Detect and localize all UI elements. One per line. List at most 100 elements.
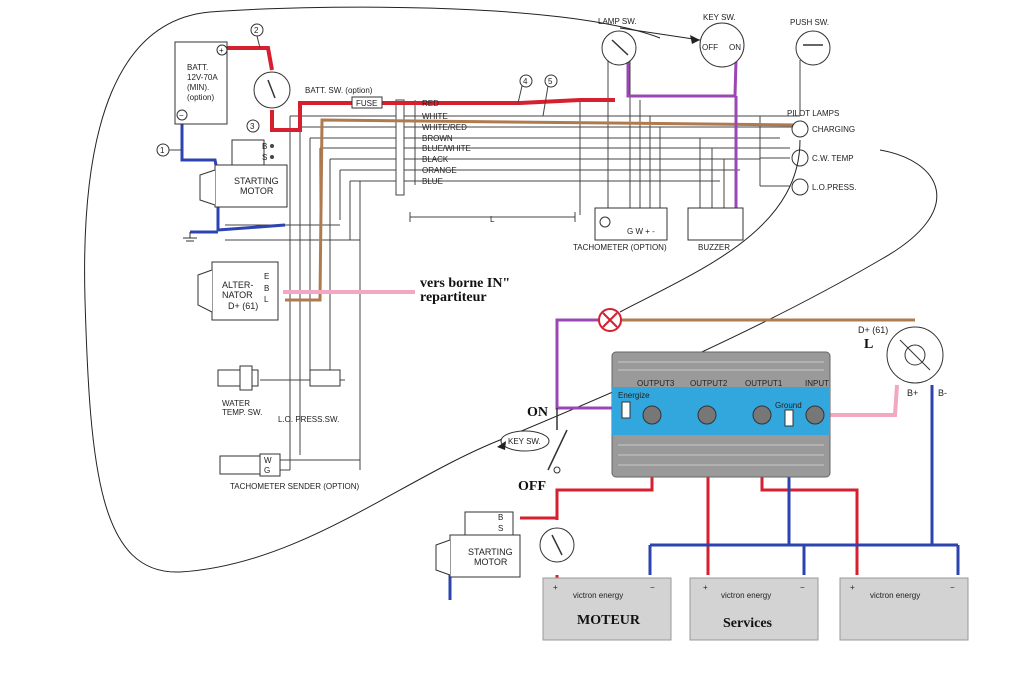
svg-text:1: 1 xyxy=(160,146,165,155)
svg-text:2: 2 xyxy=(254,26,259,35)
svg-text:FUSE: FUSE xyxy=(356,99,377,108)
off-label: OFF xyxy=(518,479,546,494)
pilot-lamps-title: PILOT LAMPS xyxy=(787,109,839,118)
alt-bplus-label: B+ xyxy=(907,388,918,398)
charge-distributor: OUTPUT3 OUTPUT2 OUTPUT1 INPUT Energize G… xyxy=(611,351,831,478)
lamp-lo-press: L.O.PRESS. xyxy=(812,183,856,192)
battery-label-2: 12V-70A xyxy=(187,73,218,82)
svg-text:MOTOR: MOTOR xyxy=(240,186,274,196)
arrowhead xyxy=(690,35,700,44)
svg-text:TACHOMETER SENDER (OPTION): TACHOMETER SENDER (OPTION) xyxy=(230,482,360,491)
svg-text:STARTING: STARTING xyxy=(468,547,513,557)
wire-red-outputs xyxy=(520,420,859,580)
water-temp-switch: WATER TEMP. SW. xyxy=(217,365,262,417)
wire-label-orange: ORANGE xyxy=(422,166,457,175)
battery-top: BATT. 12V-70A (MIN). (option) + − xyxy=(174,41,228,125)
svg-text:KEY SW.: KEY SW. xyxy=(703,13,736,22)
alternator-bottom: D+ (61) L B+ B- xyxy=(858,325,947,398)
battery-label-1: BATT. xyxy=(187,63,208,72)
wire-label-blue-white: BLUE/WHITE xyxy=(422,144,471,153)
callout-3: 3 xyxy=(246,119,260,133)
svg-text:TEMP. SW.: TEMP. SW. xyxy=(222,408,262,417)
wire-blue-ground-bottom xyxy=(648,385,960,575)
svg-text:B: B xyxy=(262,142,267,151)
svg-text:W: W xyxy=(264,456,272,465)
fuse: FUSE xyxy=(351,96,383,109)
ground-symbol xyxy=(183,232,197,242)
wire-label-red: RED xyxy=(422,99,439,108)
wire-label-black: BLACK xyxy=(422,155,449,164)
wire-red-battery xyxy=(222,46,615,132)
wire-purple-lamp xyxy=(626,59,738,215)
key-sw-off: OFF xyxy=(702,43,718,52)
svg-text:D+ (61): D+ (61) xyxy=(228,301,258,311)
buzzer: BUZZER xyxy=(687,207,744,252)
tachometer: G W + - TACHOMETER (OPTION) xyxy=(573,207,668,252)
svg-text:NATOR: NATOR xyxy=(222,290,253,300)
label-energize: Energize xyxy=(618,391,650,400)
svg-text:PUSH SW.: PUSH SW. xyxy=(790,18,829,27)
batt-sw-label: BATT. SW. (option) xyxy=(305,86,373,95)
svg-text:KEY SW.: KEY SW. xyxy=(508,437,541,446)
battery-name-services: Services xyxy=(723,616,773,631)
battery-minus-terminal: − xyxy=(179,111,184,120)
alt-dplus-label: D+ (61) xyxy=(858,325,888,335)
starting-motor-top: STARTING MOTOR B S xyxy=(199,139,288,208)
svg-text:BUZZER: BUZZER xyxy=(698,243,730,252)
battery-moteur: + − victron energy MOTEUR xyxy=(542,577,672,641)
svg-text:ALTER-: ALTER- xyxy=(222,280,253,290)
svg-text:S: S xyxy=(262,153,267,162)
vers-borne-label: vers borne IN" xyxy=(420,276,510,291)
repartiteur-label: repartiteur xyxy=(420,290,487,305)
wire-brown-charging xyxy=(285,118,801,302)
wire-label-brown: BROWN xyxy=(422,134,453,143)
battery-switch-bottom xyxy=(539,527,575,563)
battery-label-4: (option) xyxy=(187,93,214,102)
key-switch: KEY SW. OFF ON xyxy=(699,13,745,68)
label-ground: Ground xyxy=(775,401,802,410)
svg-text:+: + xyxy=(553,583,558,592)
alternator-top: ALTER- NATOR D+ (61) E B L xyxy=(197,261,279,321)
wire-purple-on xyxy=(555,318,620,410)
battery-label-3: (MIN). xyxy=(187,83,209,92)
alt-bminus-label: B- xyxy=(938,388,947,398)
brand-1: victron energy xyxy=(573,591,623,600)
pilot-lamps: PILOT LAMPS CHARGING C.W. TEMP L.O.PRESS… xyxy=(787,109,856,196)
wire-color-labels: RED WHITE WHITE/RED BROWN BLUE/WHITE BLA… xyxy=(422,99,495,224)
label-output2: OUTPUT2 xyxy=(690,379,728,388)
brand-3: victron energy xyxy=(870,591,920,600)
tachometer-sender: W G TACHOMETER SENDER (OPTION) xyxy=(219,453,360,491)
svg-text:4: 4 xyxy=(523,77,528,86)
lamp-switch: LAMP SW. xyxy=(598,17,637,66)
svg-text:G: G xyxy=(264,466,270,475)
svg-text:−: − xyxy=(650,583,655,592)
svg-text:LAMP SW.: LAMP SW. xyxy=(598,17,637,26)
lamp-cw-temp: C.W. TEMP xyxy=(812,154,854,163)
svg-text:WATER: WATER xyxy=(222,399,250,408)
brand-2: victron energy xyxy=(721,591,771,600)
svg-text:5: 5 xyxy=(548,77,553,86)
grouping-outline xyxy=(84,6,938,573)
svg-text:E: E xyxy=(264,272,269,281)
label-input: INPUT xyxy=(805,379,829,388)
svg-text:3: 3 xyxy=(250,122,255,131)
wire-label-white: WHITE xyxy=(422,112,448,121)
svg-text:L: L xyxy=(264,295,269,304)
svg-text:G W + -: G W + - xyxy=(627,227,655,236)
key-sw-on: ON xyxy=(729,43,741,52)
callout-1: 1 xyxy=(156,143,182,157)
battery-services: + − victron energy Services xyxy=(689,577,819,641)
on-label: ON xyxy=(527,405,548,420)
lamp-charging: CHARGING xyxy=(812,125,855,134)
battery-switch: BATT. SW. (option) xyxy=(253,71,373,109)
push-switch: PUSH SW. xyxy=(790,18,831,66)
lo-press-switch: L.O. PRESS.SW. xyxy=(278,369,341,424)
wire-label-white-red: WHITE/RED xyxy=(422,123,467,132)
arrow-to-key-sw xyxy=(619,27,701,41)
battery-plus-terminal: + xyxy=(219,46,224,55)
callout-2: 2 xyxy=(250,23,264,49)
alt-l-label: L xyxy=(864,337,873,352)
wire-pink-input xyxy=(830,384,899,417)
